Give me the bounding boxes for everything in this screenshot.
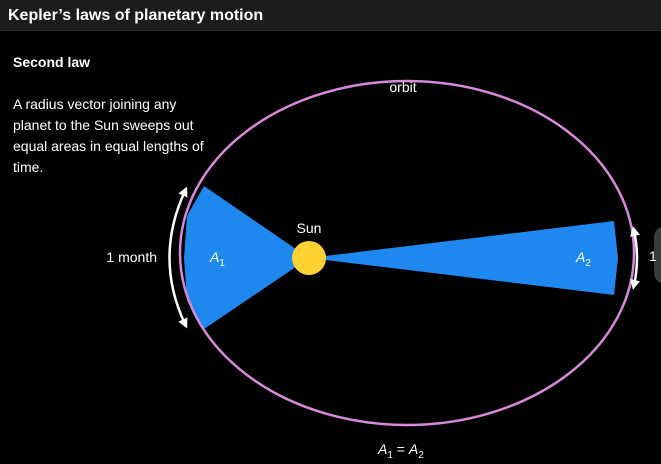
area-2-label: A2 [575,249,591,269]
area-1-label: A1 [209,249,225,269]
equation-right: A [408,441,418,457]
equation-right-subscript: 2 [418,450,424,461]
equation-left-subscript: 1 [387,450,393,461]
time-arrow-left [168,186,188,329]
edge-time-label: 1 [649,248,657,264]
area-1-letter: A [209,249,219,265]
section-heading: Second law [13,54,91,70]
orbit-label: orbit [389,79,416,95]
equation-equals: = [393,441,409,457]
area-sector-2 [309,221,618,295]
area-2-letter: A [575,249,585,265]
page-title: Kepler’s laws of planetary motion [8,7,264,24]
time-arrow-right [630,226,640,290]
law-description: A radius vector joining any planet to th… [13,96,204,175]
sun-label: Sun [297,220,322,236]
title-bar: Kepler’s laws of planetary motion [0,0,661,31]
area-2-subscript: 2 [585,258,591,269]
area-sector-1 [184,186,309,329]
sun [292,241,326,275]
equal-area-equation: A1 = A2 [377,441,424,461]
equation-left: A [377,441,387,457]
area-1-subscript: 1 [219,258,225,269]
time-label: 1 month [106,249,157,265]
edge-scroll-handle[interactable] [654,226,661,284]
